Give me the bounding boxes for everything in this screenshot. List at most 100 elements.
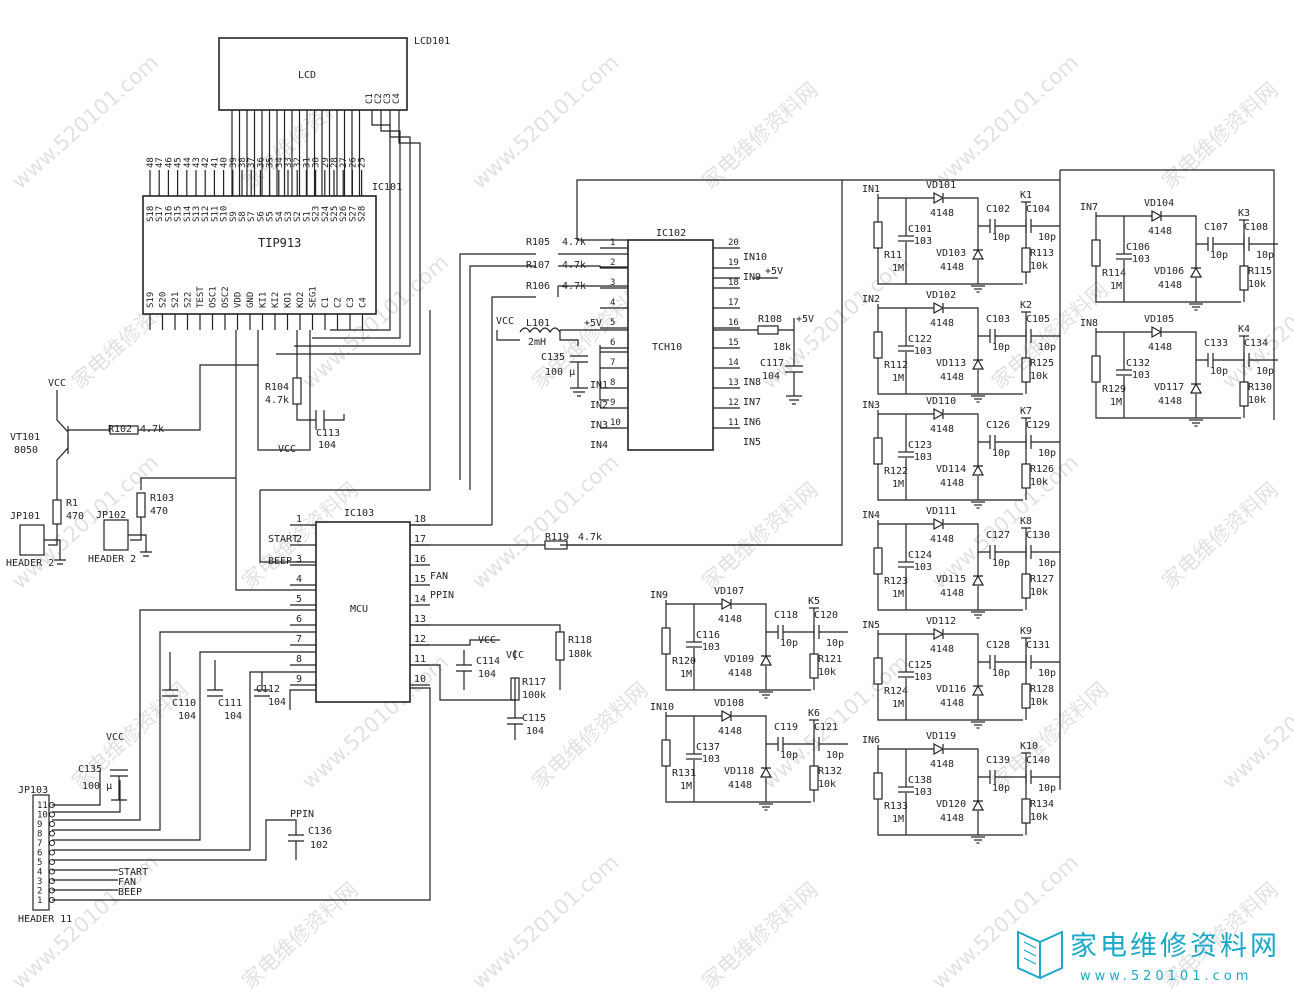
tch10-body (627, 239, 714, 451)
tip913-pin-name: S16 (164, 206, 174, 222)
channel-cap-a-value: 103 (702, 642, 720, 653)
label-vcc-r117: VCC (506, 650, 524, 661)
channel-cap-b-value: 10p (992, 342, 1010, 353)
tip913-pin-name: KI1 (259, 292, 269, 308)
channel-cap-c-value: 10p (1038, 232, 1056, 243)
channel-diode-bottom-value: 4148 (728, 780, 752, 791)
tip913-pin-name: S13 (192, 206, 202, 222)
channel-cap-b-label: C119 (774, 722, 798, 733)
watermark-text: 家电维修资料网 (67, 678, 192, 794)
jp103-pin-number: 1 (37, 896, 42, 906)
jp103-pin-number: 3 (37, 877, 42, 887)
channel-cap-b-value: 10p (1210, 250, 1228, 261)
tip913-pin-number: 33 (284, 157, 294, 168)
part-labels: R105 4.7k R107 4.7k R106 4.7k VCC L101 2… (6, 237, 814, 925)
tip913-pin-number: 28 (330, 157, 340, 168)
tip913-pin-name: S22 (184, 292, 194, 308)
tip913-pin-name: S4 (275, 211, 285, 222)
channel-cap-c-value: 10p (826, 750, 844, 761)
tip913-pin-number: 38 (238, 157, 248, 168)
tip913-pin-name: VDD (234, 292, 244, 308)
watermark-text: 家电维修资料网 (1157, 478, 1282, 594)
label-r106-value: 4.7k (562, 281, 586, 292)
tip913-pin-name: C3 (346, 297, 356, 308)
channel-diode-top-label: VD119 (926, 731, 956, 742)
watermark-text: 家电维修资料网 (237, 878, 362, 994)
ic102-tch10: TCH10 IC102 1234567891020191817161514131… (590, 228, 767, 451)
channel-diode-bottom-value: 4148 (940, 372, 964, 383)
tch10-name: TCH10 (652, 342, 682, 353)
jp103-pin-number: 2 (37, 887, 42, 897)
lcd-common-wire (312, 110, 401, 339)
right-bus (842, 169, 1275, 790)
tip913-pin-number: 43 (192, 157, 202, 168)
tip913-pin-number: 39 (229, 157, 239, 168)
channel-cap-c-label: C129 (1026, 420, 1050, 431)
channel-diode-bottom-value: 4148 (940, 813, 964, 824)
label-jp101-type: HEADER 2 (6, 558, 54, 569)
diode-icon (971, 248, 985, 260)
tip913-pin-number: 35 (266, 157, 276, 168)
channel-resistor-left-label: R129 (1102, 384, 1126, 395)
channel-resistor-left-value: 1M (680, 669, 692, 680)
vcc-wire (257, 330, 311, 451)
tip913-pin-name: S7 (247, 211, 257, 222)
label-jp102: JP102 (96, 510, 126, 521)
label-r118-value: 180k (568, 649, 592, 660)
diode-icon (1151, 209, 1163, 223)
channel-resistor-right-label: R121 (818, 654, 842, 665)
channel-cap-a-value: 103 (914, 452, 932, 463)
channel-cap-a-label: C123 (908, 440, 932, 451)
channel-input-label: IN10 (650, 702, 674, 713)
label-c135: C135 (541, 352, 565, 363)
label-c135-bottom-value: 100 μ (82, 781, 112, 792)
channel-cap-c-label: C130 (1026, 530, 1050, 541)
channel-cap-c-label: C131 (1026, 640, 1050, 651)
channel-cap-c-value: 10p (1038, 342, 1056, 353)
tch10-pin-number: 17 (728, 298, 739, 308)
mcu-pin-number: 18 (414, 514, 426, 525)
tip913-pin-name: S24 (321, 206, 331, 222)
diode-icon (1189, 266, 1203, 278)
channel-diode-bottom-value: 4148 (1158, 396, 1182, 407)
channel-resistor-right-label: R127 (1030, 574, 1054, 585)
jp103-pin (49, 887, 55, 894)
tip913-pin-name: S8 (238, 211, 248, 222)
channel-output-label: K6 (808, 708, 820, 719)
lcd-pin-c2: C2 (374, 93, 384, 104)
label-r104-value: 4.7k (265, 395, 289, 406)
channel-resistor-left-value: 1M (892, 479, 904, 490)
channel-diode-top-label: VD105 (1144, 314, 1174, 325)
resistor-body (809, 653, 819, 679)
channel-output-label: K3 (1238, 208, 1250, 219)
channel-cap-a-value: 103 (1132, 370, 1150, 381)
diode-icon (933, 742, 945, 756)
tch10-pin-number: 13 (728, 378, 739, 388)
diode-icon (971, 574, 985, 586)
resistor-body (1239, 381, 1249, 407)
header-wires (48, 477, 236, 546)
label-c135-value: 100 μ (545, 367, 575, 378)
tip913-pin-name: S26 (339, 206, 349, 222)
resistor-body (1239, 265, 1249, 291)
tch10-pin-number: 6 (610, 338, 615, 348)
label-r117: R117 (522, 677, 546, 688)
channel-cap-c-value: 10p (1256, 366, 1274, 377)
channel-resistor-left-label: R133 (884, 801, 908, 812)
channel-cap-b-value: 10p (780, 750, 798, 761)
inductor-l101 (519, 327, 561, 334)
channel-resistor-left-value: 1M (680, 781, 692, 792)
channel-resistor-left-value: 1M (1110, 397, 1122, 408)
r117-wire (410, 650, 516, 701)
channel-output-label: K4 (1238, 324, 1250, 335)
tch10-pin-number: 7 (610, 358, 615, 368)
tip913-pin-number: 45 (174, 157, 184, 168)
channel-cap-b-value: 10p (992, 232, 1010, 243)
mcu-pin-number: 11 (414, 654, 426, 665)
label-l101-value: 2mH (528, 337, 546, 348)
r118-body (555, 631, 565, 661)
channel-resistor-right-value: 10k (1030, 477, 1048, 488)
tch10-pin-number: 9 (610, 398, 615, 408)
